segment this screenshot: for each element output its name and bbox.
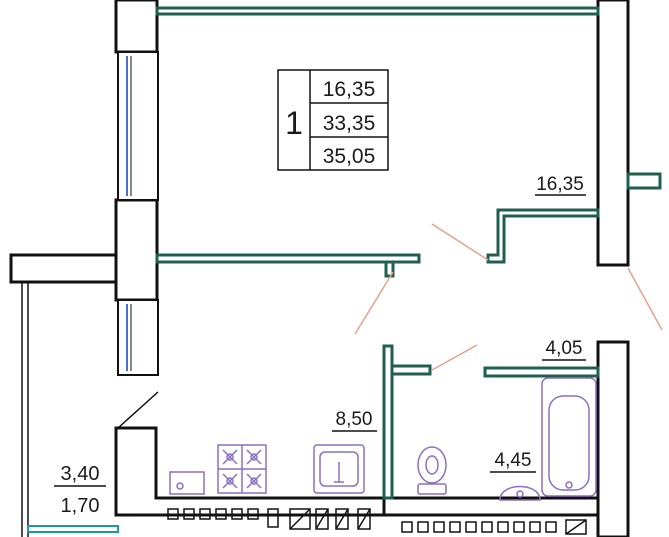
- stove-icon: [217, 444, 267, 494]
- balcony-frame: [21, 282, 29, 537]
- top-partition: [155, 6, 600, 16]
- washbasin-icon: [499, 485, 541, 501]
- corridor-partition: [486, 208, 600, 264]
- total-area-value: 33,35: [323, 112, 376, 135]
- kitchen-sink-icon: [313, 444, 365, 494]
- apartment-info-box: 1 16,35 33,35 35,05: [277, 69, 389, 171]
- bathroom-area: 4,05: [546, 338, 583, 359]
- vent-grilles-bath: [401, 519, 587, 535]
- total-area-with-balcony-value: 35,05: [323, 145, 376, 168]
- partition-stub-1: [384, 260, 395, 278]
- door-swing-right: [627, 267, 663, 331]
- door-swing-balcony: [117, 391, 159, 429]
- balcony-area-reduced: 1,70: [61, 495, 100, 517]
- toilet-icon: [417, 446, 447, 495]
- balcony-railing-bottom: [27, 525, 119, 533]
- window-kitchen: [117, 299, 159, 376]
- door-swing-living: [431, 223, 489, 261]
- living-kitchen-partition: [155, 253, 421, 264]
- kitchen-area: 8,50: [336, 409, 373, 430]
- kitchen-fixtures: [169, 444, 365, 495]
- door-swings: [354, 223, 663, 371]
- window-living: [117, 51, 159, 201]
- right-wall: [596, 0, 630, 267]
- right-lower-wall: [596, 340, 630, 537]
- kitchen-lower-wall: [114, 426, 386, 517]
- interior-partitions: [155, 172, 662, 500]
- vent-box: [626, 172, 662, 190]
- bath-left-stub: [390, 364, 432, 376]
- bath-vertical-partition: [382, 344, 394, 500]
- oven-icon: [169, 471, 205, 495]
- room-labels: 16,35 8,50 4,05 4,45 3,40 1,70: [54, 174, 586, 517]
- bathtub-icon: [541, 377, 597, 497]
- left-protrusion: [9, 253, 118, 284]
- bathroom-fixtures: [417, 377, 597, 501]
- vent-grilles-kitchen: [167, 508, 371, 530]
- balcony-area-full: 3,40: [61, 463, 100, 485]
- apartment-number: 1: [285, 105, 303, 141]
- left-wall-upper: [114, 0, 159, 54]
- bath-top-partition: [483, 366, 600, 378]
- door-swing-bath: [431, 344, 478, 371]
- exterior-walls: [9, 0, 630, 537]
- living-area-value: 16,35: [323, 78, 376, 101]
- hallway-area: 4,45: [495, 450, 532, 471]
- bath-bottom-wall: [382, 496, 600, 517]
- living-room-area: 16,35: [536, 174, 584, 195]
- left-wall-middle: [114, 198, 159, 302]
- door-swing-kitchen: [354, 271, 394, 335]
